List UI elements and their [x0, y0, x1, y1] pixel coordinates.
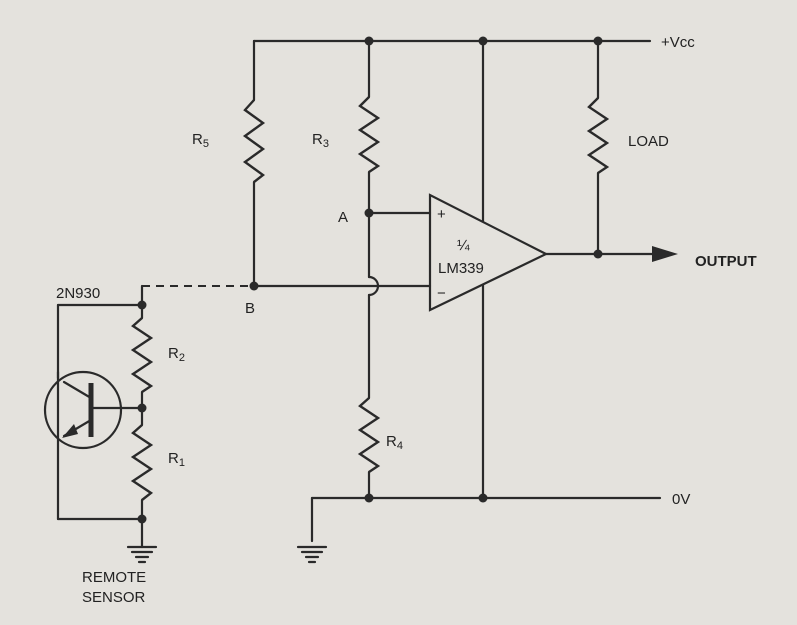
ic-name: LM339	[438, 260, 484, 277]
resistor-r5	[242, 39, 266, 288]
resistor-r3	[357, 39, 381, 279]
resistor-load	[586, 39, 610, 256]
op-plus-sign: +	[437, 206, 446, 223]
r5-label: R5	[192, 131, 209, 150]
transistor-2n930	[43, 370, 144, 450]
r3-label: R3	[312, 131, 329, 150]
output-arrow-icon	[652, 246, 678, 262]
resistor-r4	[357, 293, 381, 500]
resistor-r1	[130, 424, 154, 543]
node-b-label: B	[245, 300, 255, 317]
remote-sensor	[43, 284, 154, 543]
remote-sensor-label-line2: SENSOR	[82, 589, 146, 606]
r1-label: R1	[168, 450, 185, 469]
node-a-label: A	[338, 209, 348, 226]
ground-rail-label: 0V	[672, 491, 690, 508]
comparator-lm339: + − ¼ LM339	[428, 193, 549, 312]
r2-label: R2	[168, 345, 185, 364]
r4-label: R4	[386, 433, 403, 452]
ground-symbol-right	[296, 545, 328, 564]
output-label: OUTPUT	[695, 253, 757, 270]
vcc-label: +Vcc	[661, 34, 695, 51]
ground-rail	[310, 496, 662, 543]
emitter-arrow-icon	[62, 424, 78, 438]
transistor-label: 2N930	[56, 285, 100, 302]
remote-sensor-label-line1: REMOTE	[82, 569, 146, 586]
ground-symbol-left	[126, 539, 158, 564]
output-line	[544, 246, 678, 262]
op-minus-sign: −	[437, 285, 446, 302]
ic-fraction: ¼	[457, 237, 470, 254]
load-label: LOAD	[628, 133, 669, 150]
junction-dots	[137, 36, 603, 524]
